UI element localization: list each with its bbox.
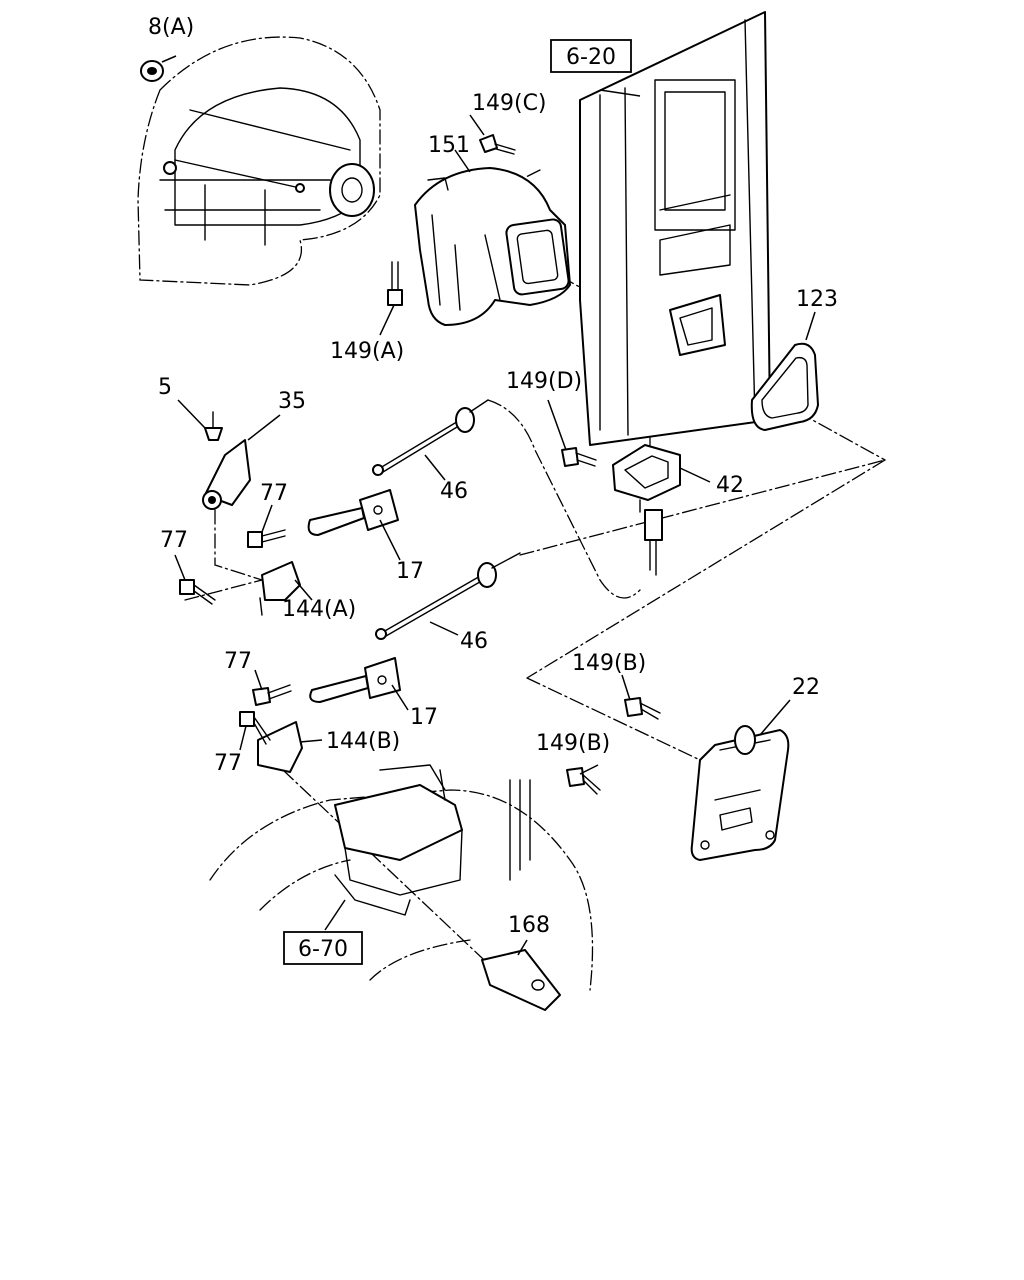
bolt-149b-lower-icon bbox=[566, 767, 601, 795]
ref-box-6-70 bbox=[283, 931, 363, 965]
callout-17-lower: 17 bbox=[410, 705, 438, 730]
callout-8a: 8(A) bbox=[148, 15, 194, 40]
side-panel bbox=[579, 11, 771, 446]
release-lever-lower bbox=[309, 657, 401, 703]
callout-77-b: 77 bbox=[160, 528, 188, 553]
bracket-35 bbox=[202, 439, 251, 510]
bolt-149d-icon bbox=[561, 447, 597, 467]
callout-168: 168 bbox=[508, 913, 550, 938]
callout-149c: 149(C) bbox=[472, 91, 547, 116]
bolt-77-c-icon bbox=[252, 684, 292, 706]
release-cable-upper bbox=[372, 399, 489, 476]
callout-17-upper: 17 bbox=[396, 559, 424, 584]
phantom-floor-outline-2 bbox=[259, 859, 471, 981]
strap-168 bbox=[481, 949, 561, 1011]
callout-149b-upper: 149(B) bbox=[572, 651, 646, 676]
release-lever-upper bbox=[307, 489, 399, 536]
callout-42: 42 bbox=[716, 473, 744, 498]
callout-77-c: 77 bbox=[224, 649, 252, 674]
callout-123: 123 bbox=[796, 287, 838, 312]
seat-cushion-assembly bbox=[159, 87, 375, 246]
phantom-cable-route-upper bbox=[487, 399, 641, 599]
seal-gasket-123 bbox=[750, 342, 819, 431]
phantom-floor-outline bbox=[209, 789, 594, 991]
callout-77-a: 77 bbox=[260, 481, 288, 506]
callout-46-lower: 46 bbox=[460, 629, 488, 654]
leader-lines bbox=[174, 89, 816, 956]
ref-box-6-20 bbox=[550, 39, 632, 73]
seat-base-floor bbox=[334, 764, 531, 916]
bracket-42 bbox=[612, 444, 681, 513]
ref-label-6-20: 6-20 bbox=[566, 45, 616, 70]
duct-housing-151 bbox=[414, 167, 571, 326]
callout-149b-lower: 149(B) bbox=[536, 731, 610, 756]
phantom-cable-route-lower bbox=[519, 459, 886, 556]
callout-149d: 149(D) bbox=[506, 369, 582, 394]
bolt-77-d-icon bbox=[239, 711, 271, 745]
callout-77-d: 77 bbox=[214, 751, 242, 776]
clip-5-icon bbox=[204, 411, 223, 441]
callout-labels: 8(A) 149(C) 151 149(A) 123 5 35 149(D) 4… bbox=[148, 15, 838, 938]
bolt-77-b-icon bbox=[179, 579, 216, 605]
bolt-149c-icon bbox=[479, 134, 516, 155]
callout-144b: 144(B) bbox=[326, 729, 400, 754]
cable-connector bbox=[644, 509, 663, 576]
bolt-77-a-icon bbox=[247, 529, 286, 548]
callout-5: 5 bbox=[158, 375, 172, 400]
callout-151: 151 bbox=[428, 133, 470, 158]
phantom-plate-route bbox=[526, 459, 886, 761]
phantom-outlines bbox=[137, 36, 886, 991]
release-cable-lower bbox=[375, 552, 521, 640]
callout-35: 35 bbox=[278, 389, 306, 414]
nut-8a-icon bbox=[140, 55, 177, 82]
callout-22: 22 bbox=[792, 675, 820, 700]
phantom-link-144b-168 bbox=[282, 769, 501, 976]
bolt-149b-upper-icon bbox=[624, 697, 661, 720]
phantom-link-35-144a bbox=[184, 509, 263, 601]
callout-144a: 144(A) bbox=[282, 597, 356, 622]
callout-46-upper: 46 bbox=[440, 479, 468, 504]
hook-144a bbox=[259, 561, 301, 616]
bolt-149a-icon bbox=[387, 261, 403, 306]
callout-149a: 149(A) bbox=[330, 339, 404, 364]
phantom-seat-outline bbox=[137, 36, 381, 286]
mounting-plate-22 bbox=[690, 725, 790, 861]
hook-144b bbox=[257, 721, 303, 773]
ref-label-6-70: 6-70 bbox=[298, 937, 348, 962]
